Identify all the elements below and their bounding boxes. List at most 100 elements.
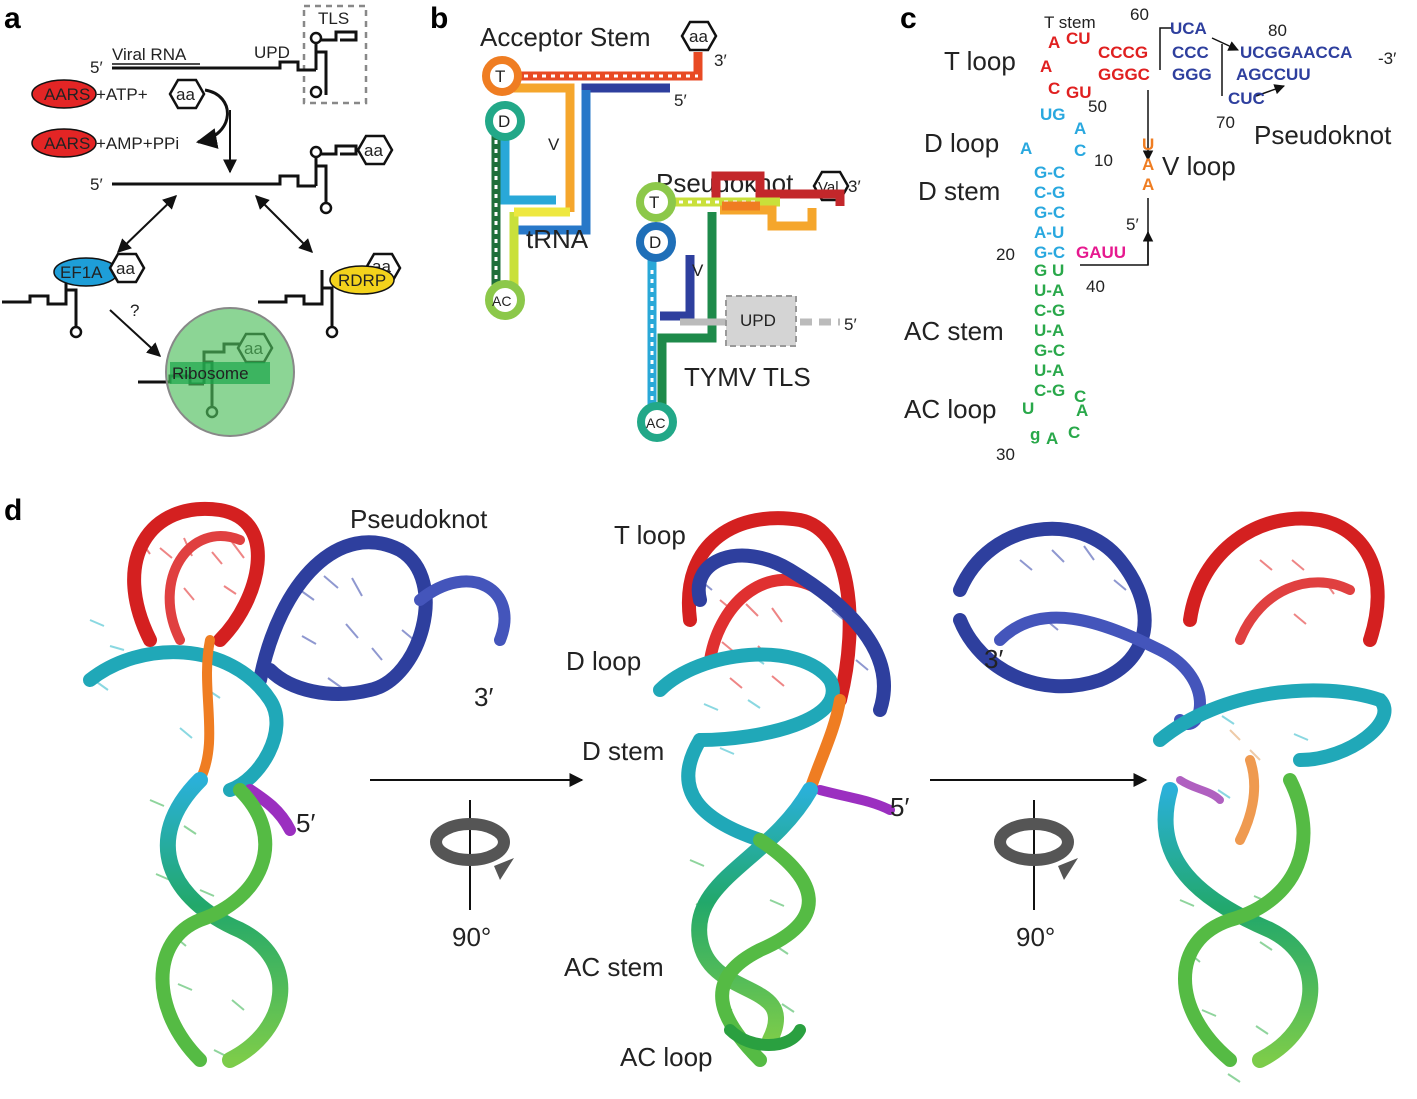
- number-80: 80: [1268, 21, 1287, 40]
- three-prime-label-b1: 3′: [714, 51, 727, 70]
- seq-ccc: CCC: [1172, 43, 1209, 62]
- seq-gu: G U: [1034, 261, 1064, 280]
- plus-amp-label: +AMP+PPi: [96, 134, 179, 153]
- number-50: 50: [1088, 97, 1107, 116]
- seq-d4: A-U: [1034, 223, 1064, 242]
- seq-d3: G-C: [1034, 203, 1065, 222]
- viral-rna-label: Viral RNA: [112, 45, 187, 64]
- v-loop-label: V loop: [1162, 151, 1236, 181]
- seq-ug: UG: [1040, 105, 1066, 124]
- ac-label-b1: AC: [492, 293, 511, 309]
- seq-acl-c1: C: [1068, 423, 1080, 442]
- seq-v-a1: A: [1142, 155, 1154, 174]
- rotation-icon-2: [994, 800, 1078, 910]
- structure-view-1: [83, 501, 511, 1068]
- structure-view-3: [953, 511, 1392, 1083]
- arrow-to-ribosome: [109, 309, 162, 357]
- rdrp-loop: [325, 325, 339, 339]
- pk-arrow-1: [1211, 37, 1239, 51]
- aars-ellipse-2: [31, 128, 97, 158]
- seq-d5: G-C: [1034, 243, 1065, 262]
- aars-ellipse-1: [31, 79, 97, 109]
- rotation-label-2: 90°: [1016, 922, 1055, 952]
- aa-hexagon-2: [356, 134, 394, 166]
- three-prime-label-d1: 3′: [474, 682, 493, 712]
- trna-cartoon: [482, 52, 703, 320]
- panel-b-label: b: [430, 2, 448, 35]
- seq-acl-u: U: [1022, 399, 1034, 418]
- viral-rna-strand: [112, 60, 316, 72]
- pk-arrow-2: [1255, 84, 1285, 97]
- d-label-b1: D: [498, 112, 510, 131]
- five-prime-label: 5′: [90, 58, 103, 77]
- number-60: 60: [1130, 5, 1149, 24]
- trna-label: tRNA: [526, 224, 589, 254]
- tls-glyph-charged: [309, 144, 358, 215]
- rdrp-label: RDRP: [338, 271, 386, 290]
- question-mark: ?: [130, 301, 139, 320]
- number-70: 70: [1216, 113, 1235, 132]
- aa-label-2: aa: [364, 141, 383, 160]
- seq-ac1: U-A: [1034, 281, 1064, 300]
- number-40: 40: [1086, 277, 1105, 296]
- ef1a-tls: [66, 288, 78, 330]
- number-30: 30: [996, 445, 1015, 464]
- seq-tloop-a2: A: [1040, 57, 1052, 76]
- seq-dloop-c: C: [1074, 141, 1086, 160]
- d-loop-label-d: D loop: [566, 646, 641, 676]
- seq-cuc: CUC: [1228, 89, 1265, 108]
- three-prime-label-c: -3′: [1378, 49, 1396, 68]
- panel-b: b Acceptor Stem aa 3′ 5′ T D V tRNA AC P…: [430, 2, 861, 442]
- pk-connector-1: [1159, 27, 1172, 70]
- reaction-curve-arrow: [195, 88, 229, 149]
- seq-ac3: U-A: [1034, 321, 1064, 340]
- seq-acl-g: g: [1030, 425, 1040, 444]
- arrow-to-rdrp: [255, 195, 313, 253]
- aa-hexagon-3: [108, 252, 146, 284]
- seq-cccg: CCCG: [1098, 43, 1148, 62]
- ac-loop-label-d: AC loop: [620, 1042, 713, 1072]
- seq-tloop-c: C: [1048, 79, 1060, 98]
- seq-ac6: C-G: [1034, 381, 1065, 400]
- seq-gggc: GGGC: [1098, 65, 1150, 84]
- rotation-icon-1: [430, 800, 514, 910]
- ribosome-band: [170, 362, 270, 384]
- upd-label-b: UPD: [740, 311, 776, 330]
- seq-acl-c2: C: [1074, 387, 1086, 406]
- panel-a-label: a: [4, 2, 21, 35]
- t-label-b2: T: [649, 193, 659, 212]
- aars-label-1: AARS: [44, 85, 90, 104]
- panel-c: c T stem T loop D loop D stem V loop AC …: [900, 2, 1396, 464]
- three-prime-label-b2: 3′: [848, 177, 861, 196]
- arrow-to-ef1a: [116, 195, 178, 253]
- seq-tloop-a1: A: [1048, 33, 1060, 52]
- tymv-cartoon: [636, 171, 845, 442]
- ac-stem-label-d: AC stem: [564, 952, 664, 982]
- panel-c-label: c: [900, 2, 917, 35]
- seq-d1: G-C: [1034, 163, 1065, 182]
- seq-ucggaacca: UCGGAACCA: [1240, 43, 1352, 62]
- ac-loop-label: AC loop: [904, 394, 997, 424]
- upd-box: [725, 295, 797, 347]
- tls-box: [302, 4, 368, 105]
- t-stem-label: T stem: [1044, 13, 1096, 32]
- charged-rna-strand: [112, 174, 316, 188]
- five-prime-label-b1: 5′: [674, 91, 687, 110]
- d-stem-label-d: D stem: [582, 736, 664, 766]
- plus-atp-label: +ATP+: [96, 85, 148, 104]
- five-prime-label-2: 5′: [90, 175, 103, 194]
- tls-glyph: [309, 30, 358, 99]
- seq-dloop-a1: A: [1020, 139, 1032, 158]
- seq-uca: UCA: [1170, 19, 1207, 38]
- rdrp-rna: [258, 270, 324, 306]
- d-loop-label: D loop: [924, 128, 999, 158]
- seq-v-u: U: [1142, 135, 1154, 154]
- upd-label: UPD: [254, 43, 290, 62]
- five-prime-label-c: 5′: [1126, 215, 1139, 234]
- ribosome-label: Ribosome: [172, 364, 249, 383]
- structure-view-2: [653, 511, 895, 1067]
- panel-d: d Pseudoknot 3′ 5′ 90°: [4, 494, 1392, 1083]
- d-stem-label: D stem: [918, 176, 1000, 206]
- t-label-b1: T: [495, 67, 505, 86]
